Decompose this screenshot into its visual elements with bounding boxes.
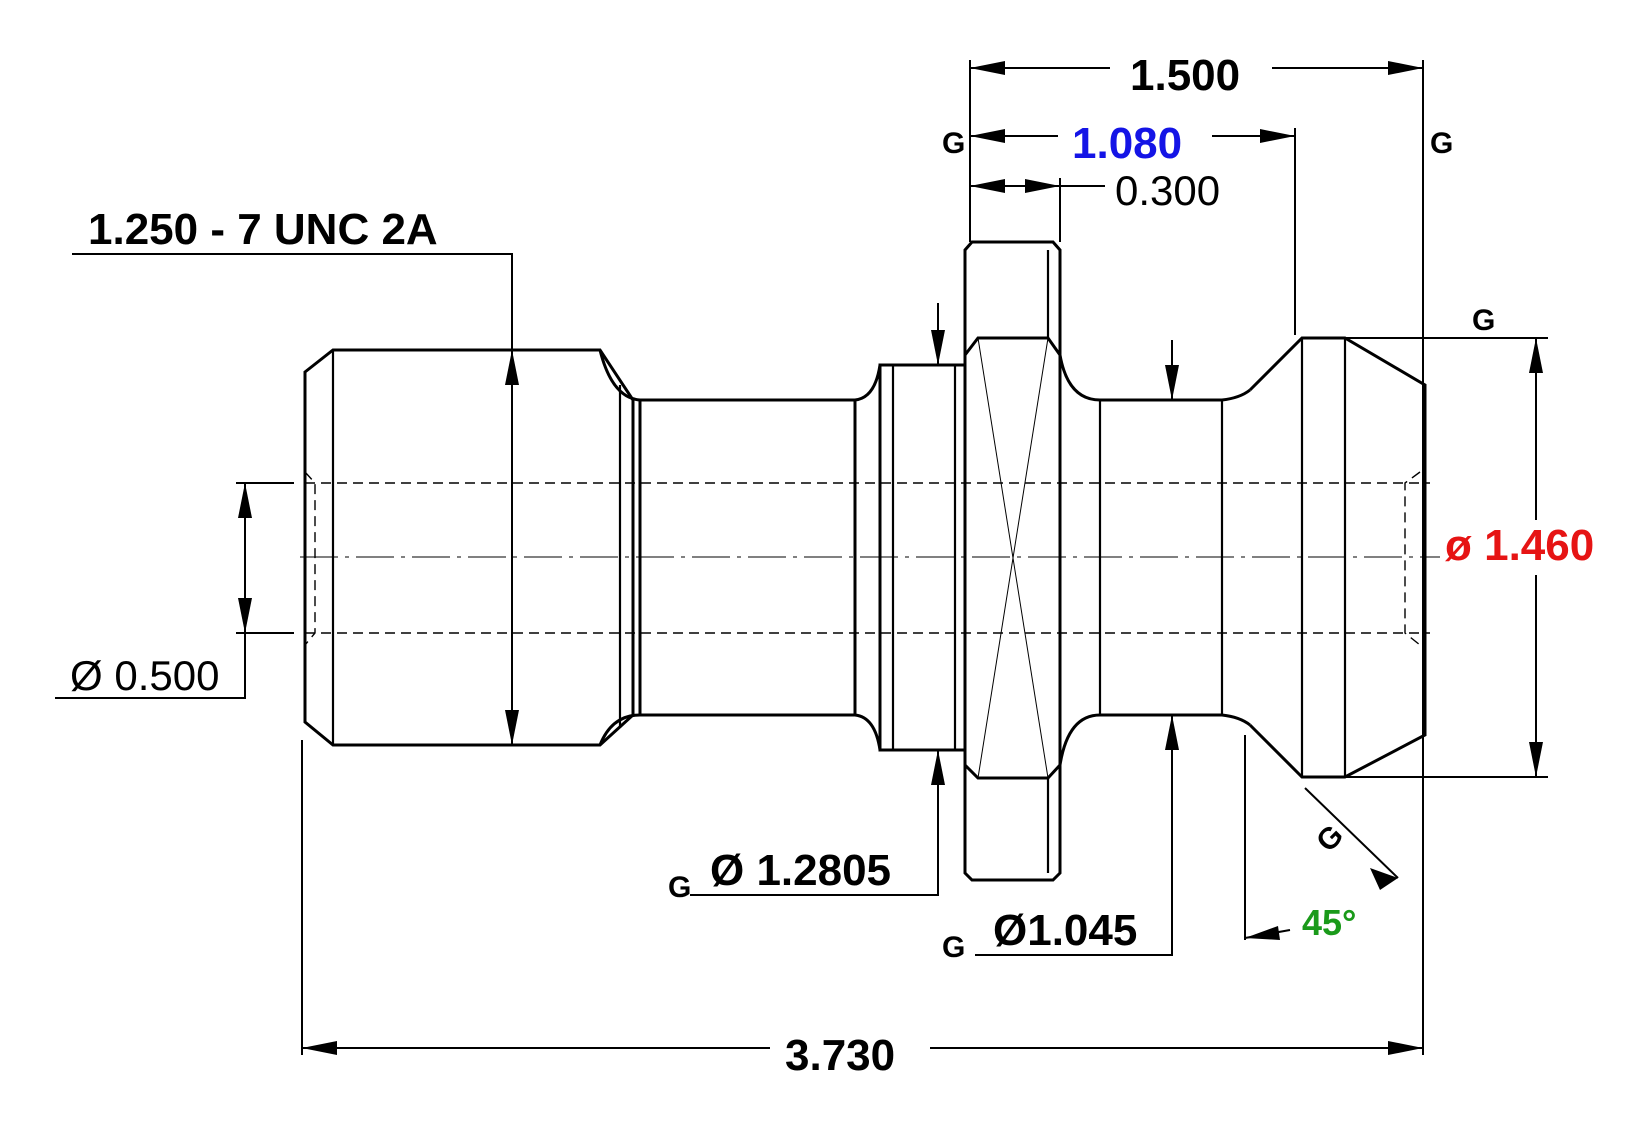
gdt-mark-head-top: G — [1472, 304, 1495, 337]
leader-bore-diameter — [55, 483, 246, 699]
arrow-neck-bottom — [1165, 715, 1179, 750]
arrow-3730-left — [302, 1041, 337, 1055]
thread-to-shank-transition — [598, 349, 641, 746]
arrow-head-bottom — [1529, 742, 1543, 777]
label-thread-spec: 1.250 - 7 UNC 2A — [88, 205, 438, 254]
label-overall-length: 3.730 — [785, 1031, 895, 1080]
gdt-mark-end-face: G — [1430, 127, 1453, 160]
leader-thread-spec — [72, 253, 513, 745]
arrow-0300-right — [1025, 179, 1060, 193]
arrow-0300-left — [970, 179, 1005, 193]
arrow-head-top — [1529, 338, 1543, 373]
arrow-1500-right — [1388, 61, 1423, 75]
arrow-1080-right — [1260, 129, 1295, 143]
arrow-thread-bottom — [505, 710, 519, 745]
bore-right-chamfer-hidden — [1404, 471, 1421, 646]
arrow-bore-bottom — [238, 598, 252, 633]
label-bore-diameter: Ø 0.500 — [70, 652, 219, 699]
arrow-3730-right — [1388, 1041, 1423, 1055]
gdt-mark-flange-face: G — [942, 127, 965, 160]
arrow-taper-angle — [1245, 926, 1280, 940]
label-taper-angle: 45° — [1302, 902, 1356, 943]
arrow-bore-top — [238, 483, 252, 518]
dimension-labels: 1.500 1.080 0.300 1.250 - 7 UNC 2A Ø 0.5… — [70, 51, 1594, 1080]
part-outline — [303, 240, 1427, 882]
label-head-diameter: ø 1.460 — [1445, 521, 1594, 570]
leader-taper-angle-line — [1304, 787, 1399, 879]
flange-hex-diagonal-2 — [977, 337, 1049, 779]
label-neck-diameter: Ø1.045 — [993, 906, 1137, 955]
leader-neck-diameter — [975, 715, 1173, 956]
arrow-taper-face — [1370, 868, 1398, 890]
gdt-mark-collar: G — [668, 871, 691, 904]
bore-hidden-lines — [300, 471, 1440, 646]
arrow-collar-top — [931, 330, 945, 365]
thread-section-outline — [303, 348, 635, 747]
arrow-collar-bottom — [931, 750, 945, 785]
arrow-thread-top — [505, 350, 519, 385]
dimension-geometry — [55, 60, 1548, 1055]
bore-left-chamfer-hidden — [304, 471, 316, 646]
arrow-neck-top — [1165, 365, 1179, 400]
gdt-marks: G G G G G G — [668, 127, 1495, 964]
label-flange-width: 0.300 — [1115, 167, 1220, 214]
gdt-mark-neck: G — [942, 931, 965, 964]
label-flange-to-taper: 1.080 — [1072, 119, 1182, 168]
label-collar-diameter: Ø 1.2805 — [710, 846, 891, 895]
arrow-1500-left — [970, 61, 1005, 75]
arrow-1080-left — [970, 129, 1005, 143]
head-outline — [1248, 336, 1427, 779]
label-flange-to-end: 1.500 — [1130, 51, 1240, 100]
leader-collar-diameter — [690, 750, 939, 896]
